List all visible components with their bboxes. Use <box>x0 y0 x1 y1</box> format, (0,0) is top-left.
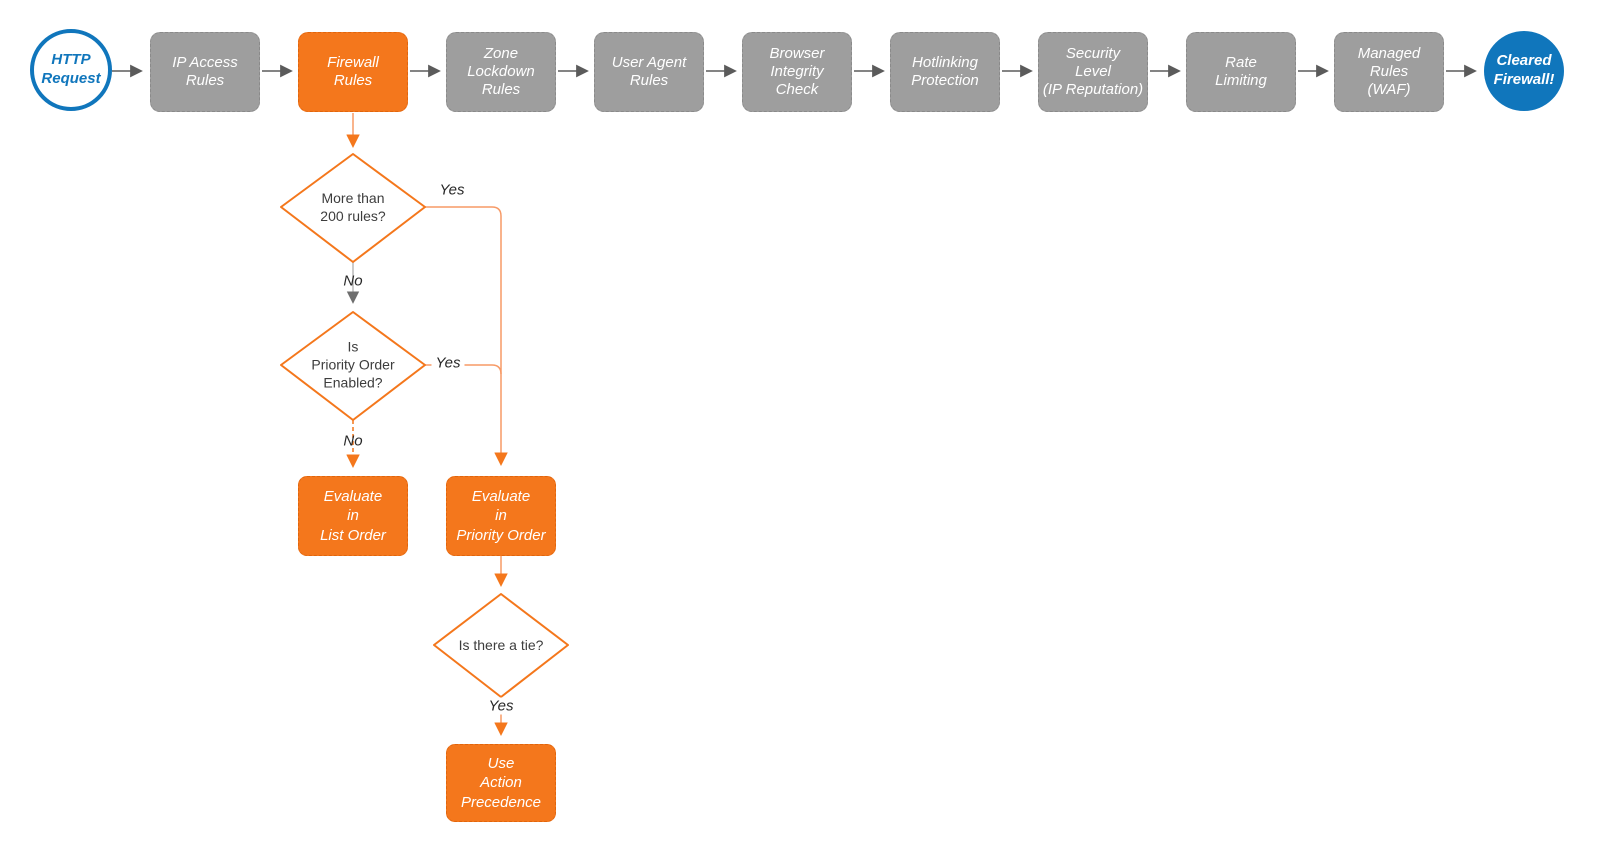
decision-more-than-200-rules-label: More than 200 rules? <box>320 189 386 224</box>
node-evaluate-in-list-order-label: Evaluate in List Order <box>320 487 386 544</box>
node-managed-rules-waf: Managed Rules (WAF) <box>1334 32 1444 112</box>
node-rate-limiting: Rate Limiting <box>1186 32 1296 112</box>
edge-decision2-yes <box>425 364 502 375</box>
node-use-action-precedence: Use Action Precedence <box>446 744 556 822</box>
node-firewall-rules: Firewall Rules <box>298 32 408 112</box>
node-cleared-firewall-label: Cleared Firewall! <box>1493 52 1555 88</box>
decision-priority-order-enabled-label: Is Priority Order Enabled? <box>311 338 395 392</box>
node-use-action-precedence-label: Use Action Precedence <box>460 754 542 811</box>
edge-label-no-1: No <box>343 272 363 290</box>
node-ip-access-rules-label: IP Access Rules <box>172 53 238 89</box>
node-evaluate-in-priority-order-label: Evaluate in Priority Order <box>456 487 546 544</box>
node-cleared-firewall: Cleared Firewall! <box>1484 31 1564 111</box>
node-browser-integrity-check-label: Browser Integrity Check <box>769 44 825 99</box>
edge-label-yes-2: Yes <box>431 354 465 372</box>
node-zone-lockdown-rules-label: Zone Lockdown Rules <box>467 44 535 99</box>
node-hotlinking-protection-label: Hotlinking Protection <box>911 53 979 89</box>
node-http-request: HTTP Request <box>30 29 112 111</box>
node-rate-limiting-label: Rate Limiting <box>1215 53 1267 89</box>
edge-label-yes-3: Yes <box>484 697 518 715</box>
node-user-agent-rules-label: User Agent Rules <box>611 53 687 89</box>
node-managed-rules-waf-label: Managed Rules (WAF) <box>1357 44 1421 99</box>
node-http-request-label: HTTP Request <box>41 51 101 87</box>
node-firewall-rules-label: Firewall Rules <box>327 53 379 89</box>
node-security-level-label: Security Level (IP Reputation) <box>1042 44 1144 99</box>
node-evaluate-in-list-order: Evaluate in List Order <box>298 476 408 556</box>
node-evaluate-in-priority-order: Evaluate in Priority Order <box>446 476 556 556</box>
node-hotlinking-protection: Hotlinking Protection <box>890 32 1000 112</box>
decision-more-than-200-rules-shape <box>280 153 426 263</box>
node-security-level: Security Level (IP Reputation) <box>1038 32 1148 112</box>
edge-decision1-yes <box>425 206 508 467</box>
decision-is-there-a-tie-label: Is there a tie? <box>458 636 544 653</box>
decision-priority-order-enabled-shape <box>280 311 426 421</box>
decision-is-there-a-tie-shape <box>433 593 569 698</box>
edge-label-no-2: No <box>343 432 363 450</box>
edge-label-yes-1: Yes <box>439 181 465 199</box>
node-ip-access-rules: IP Access Rules <box>150 32 260 112</box>
node-browser-integrity-check: Browser Integrity Check <box>742 32 852 112</box>
node-zone-lockdown-rules: Zone Lockdown Rules <box>446 32 556 112</box>
node-user-agent-rules: User Agent Rules <box>594 32 704 112</box>
